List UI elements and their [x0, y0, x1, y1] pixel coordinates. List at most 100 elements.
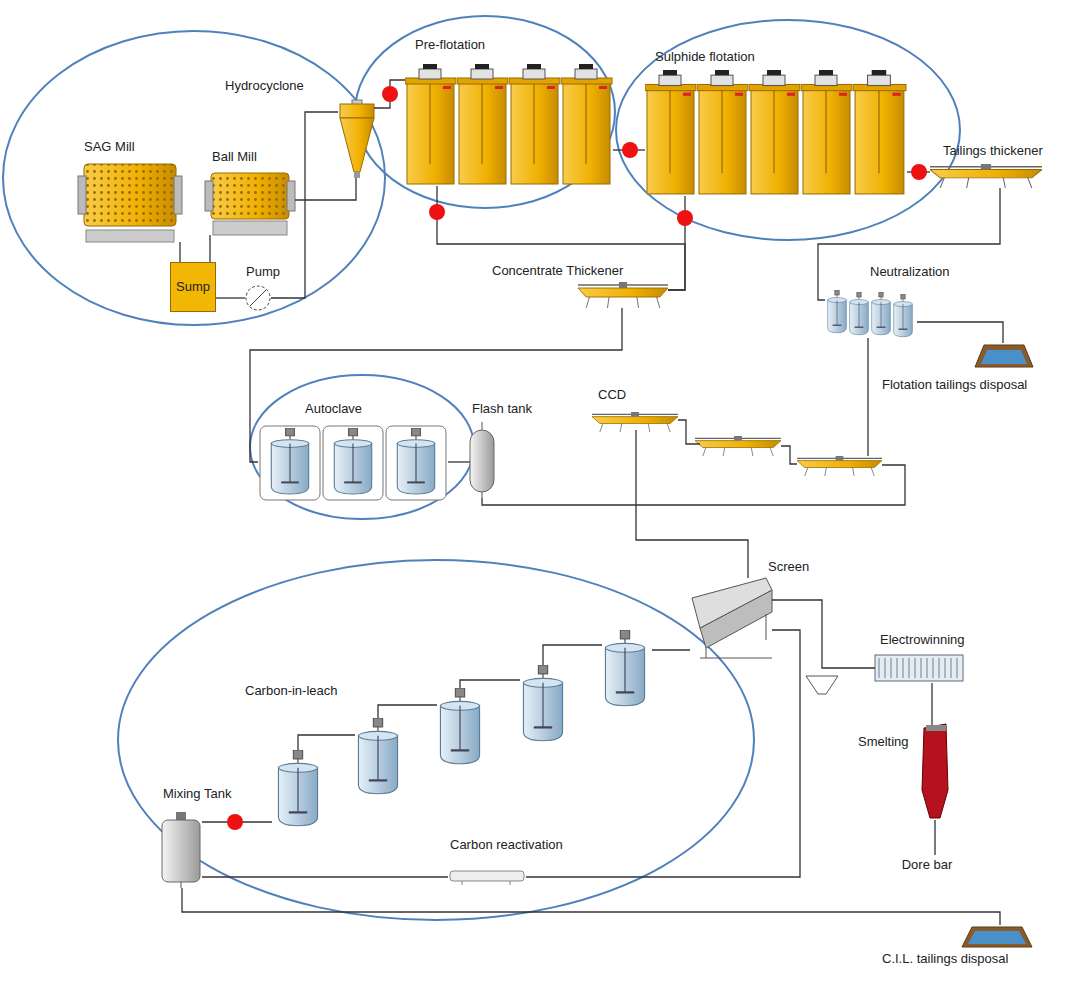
- tailings-pond-drawing: [962, 927, 1032, 947]
- cil-tanks-drawing: [523, 665, 562, 741]
- equipment-label: Carbon-in-leach: [245, 683, 338, 699]
- area-outline: [118, 560, 754, 920]
- neutralization-tanks-drawing: [850, 292, 869, 335]
- reactivation-kiln-drawing: [450, 871, 524, 885]
- sample-point: [677, 210, 693, 226]
- autoclave-drawing: [334, 428, 371, 494]
- autoclave-drawing: [271, 428, 308, 494]
- screen-drawing: [700, 658, 772, 659]
- equipment-label: Ball Mill: [212, 149, 257, 165]
- equipment-node: Electrowinning: [875, 653, 963, 683]
- pump-drawing: [246, 286, 270, 310]
- reactivation-kiln-drawing: [462, 881, 463, 885]
- cil-tanks-drawing: [358, 718, 397, 794]
- smelting-furnace-drawing: [922, 724, 948, 818]
- pipe-line: [934, 820, 935, 855]
- equipment-label: Tailings thickener: [943, 143, 1043, 159]
- equipment-label: Concentrate Thickener: [492, 263, 623, 279]
- area-outline: [616, 20, 960, 240]
- equipment-node: Concentrate Thickener: [578, 282, 668, 308]
- reactivation-kiln-drawing: [510, 881, 511, 885]
- equipment-label: Flash tank: [472, 401, 532, 417]
- pipe-line: [295, 178, 356, 200]
- sample-point: [227, 86, 927, 830]
- equipment-label: C.I.L. tailings disposal: [882, 951, 1008, 967]
- equipment-label: CCD: [598, 387, 626, 403]
- cil-tanks-drawing: [378, 705, 437, 720]
- ball-mill-drawing: [205, 181, 213, 211]
- equipment-label: SAG Mill: [84, 139, 135, 155]
- thickener-drawing: [867, 412, 868, 456]
- cil-tanks-drawing: [460, 680, 520, 690]
- equipment-node: Sulphide flotation: [645, 70, 907, 196]
- cil-tanks-drawing: [298, 735, 355, 752]
- equipment-node: Pre-flotation: [405, 64, 613, 186]
- ball-mill-drawing: [211, 173, 289, 219]
- area-outline: [3, 31, 385, 325]
- equipment-node: Mixing Tank: [160, 812, 202, 888]
- screen-drawing: [692, 578, 838, 694]
- ball-mill-drawing: [211, 173, 289, 219]
- equipment-node: Smelting: [922, 725, 948, 820]
- flash-tank-drawing: [470, 422, 494, 498]
- sag-mill-drawing: [86, 230, 174, 242]
- flotation-cells-drawing: [853, 70, 906, 194]
- pipe-line: [437, 186, 685, 290]
- flotation-cells-drawing: [405, 64, 906, 194]
- autoclave-drawing: [397, 428, 434, 494]
- hydrocyclone-drawing: [340, 100, 374, 178]
- flash-tank-drawing: [470, 430, 494, 492]
- equipment-label: Carbon reactivation: [450, 837, 563, 853]
- equipment-label: Electrowinning: [880, 632, 965, 648]
- pump-drawing: [250, 290, 266, 306]
- thickener-drawing: [695, 436, 781, 456]
- equipment-node: Flotation tailings disposal: [975, 343, 1033, 367]
- equipment-node: Sump: [170, 262, 216, 312]
- cil-tanks-drawing: [278, 630, 644, 826]
- thickener-drawing: [781, 446, 797, 464]
- area-outline: [250, 375, 474, 519]
- equipment-node: SAG Mill: [78, 160, 182, 242]
- pipe-line: [374, 80, 405, 108]
- sample-point: [429, 204, 445, 220]
- flotation-cells-drawing: [561, 64, 612, 184]
- tailings-pond-drawing: [962, 345, 1033, 947]
- equipment-node: Flash tank: [470, 422, 494, 498]
- screen-drawing: [766, 614, 767, 640]
- ball-mill-drawing: [287, 181, 295, 211]
- mixing-tank-drawing: [176, 812, 186, 820]
- area-outline: [3, 16, 960, 920]
- equipment-label: Sulphide flotation: [655, 49, 755, 65]
- thickener-drawing: [797, 456, 882, 476]
- smelting-furnace-drawing: [922, 724, 948, 818]
- cil-tanks-drawing: [543, 645, 602, 667]
- sample-point: [622, 142, 638, 158]
- pipe-line: [931, 683, 932, 725]
- equipment-node: Autoclave: [258, 424, 448, 502]
- ball-mill-drawing: [205, 173, 295, 235]
- smelting-furnace-drawing: [926, 725, 946, 731]
- neutralization-tanks-drawing: [828, 290, 847, 333]
- tailings-pond-drawing: [981, 350, 1027, 364]
- equipment-node: Tailings thickener: [930, 164, 1042, 188]
- pipe-line: [818, 188, 1000, 300]
- pump-drawing: [246, 286, 270, 310]
- flotation-cells-drawing: [457, 64, 508, 184]
- pipe-line: [526, 630, 800, 877]
- pipe-line: [271, 112, 338, 298]
- hydrocyclone-drawing: [340, 104, 374, 118]
- pipe-line: [209, 235, 210, 262]
- autoclave-drawing: [386, 426, 446, 500]
- equipment-label: Sump: [176, 279, 210, 295]
- screen-drawing: [706, 648, 707, 658]
- autoclave-drawing: [323, 426, 383, 500]
- equipment-node: CCD: [590, 412, 882, 478]
- thickener-drawing: [930, 164, 1042, 188]
- sag-mill-drawing: [84, 164, 176, 226]
- tailings-pond-drawing: [968, 931, 1026, 944]
- sample-point: [227, 814, 243, 830]
- flotation-cells-drawing: [645, 70, 696, 194]
